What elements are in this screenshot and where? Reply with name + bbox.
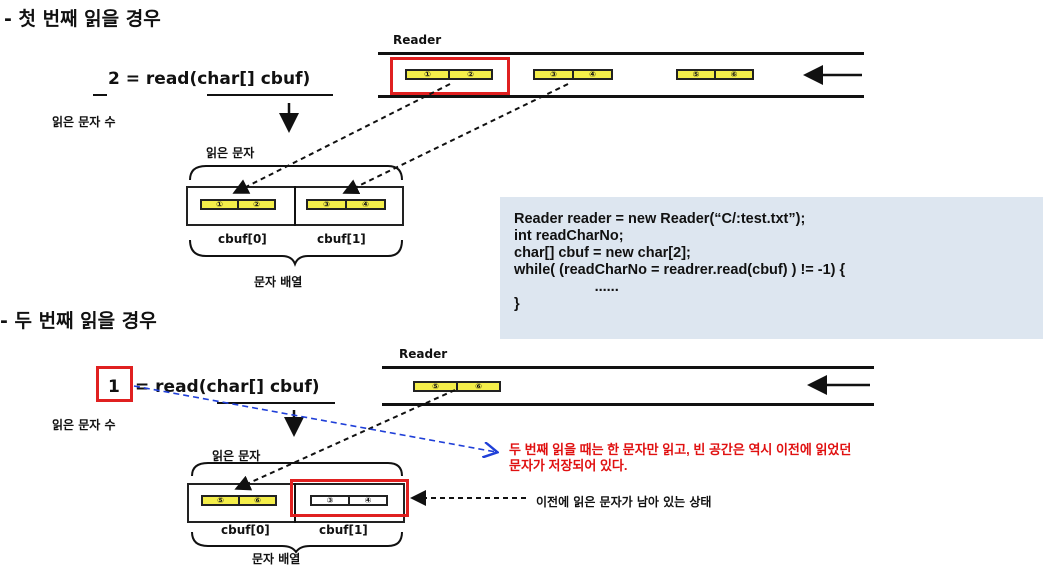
code-line-1: Reader reader = new Reader(“C/:test.txt”… xyxy=(514,211,806,227)
array-top-brace-1 xyxy=(189,165,403,181)
char-4: ④ xyxy=(362,200,369,209)
dashed-arrow-to-cbuf0-2 xyxy=(234,389,456,491)
code-snippet: Reader reader = new Reader(“C/:test.txt”… xyxy=(500,197,1043,339)
char-5: ⑤ xyxy=(678,71,716,79)
read-chars-label-2: 읽은 문자 xyxy=(212,449,261,463)
count-label-1: 읽은 문자 수 xyxy=(52,115,116,129)
char-3: ③ xyxy=(308,201,347,209)
section1-heading: - 첫 번째 읽을 경우 xyxy=(4,8,161,30)
count-label-2: 읽은 문자 수 xyxy=(52,418,116,432)
reader-stream-top-2 xyxy=(382,366,874,369)
reader-stream-bottom-1 xyxy=(378,95,864,98)
char-2: ② xyxy=(253,200,260,209)
code-line-5: ...... xyxy=(514,279,619,295)
array-brace-1 xyxy=(189,239,403,267)
highlight-box-read-chars xyxy=(390,57,510,95)
explanation-note: 두 번째 읽을 때는 한 문자만 읽고, 빈 공간은 역시 이전에 읽었던 문자… xyxy=(509,442,851,474)
underline-count-1 xyxy=(93,94,107,96)
cbuf1-label-2: cbuf[1] xyxy=(319,523,368,537)
reader-label-2: Reader xyxy=(399,347,448,361)
cbuf-divider-2 xyxy=(294,483,296,523)
section2-heading: - 두 번째 읽을 경우 xyxy=(0,310,157,332)
char-5: ⑤ xyxy=(203,497,240,505)
read-count-value-2: 1 xyxy=(108,377,120,397)
note-line-1: 두 번째 읽을 때는 한 문자만 읽고, 빈 공간은 역시 이전에 읽었던 xyxy=(509,442,852,457)
array-top-brace-2 xyxy=(191,462,403,477)
code-line-2: int readCharNo; xyxy=(514,228,624,244)
code-line-4: while( (readCharNo = readrer.read(cbuf) … xyxy=(514,262,846,278)
char-2: ② xyxy=(467,70,474,79)
read-call-2: = read(char[] cbuf) xyxy=(135,377,320,397)
note-line-2: 문자가 저장되어 있다. xyxy=(509,458,628,473)
char-4: ④ xyxy=(589,70,596,79)
char-4: ④ xyxy=(364,496,372,505)
char-6: ⑥ xyxy=(730,70,738,79)
read-call-1: 2 = read(char[] cbuf) xyxy=(108,69,311,89)
cbuf-divider-1 xyxy=(294,186,296,226)
char-5: ⑤ xyxy=(415,383,458,391)
char-3: ③ xyxy=(535,71,574,79)
underline-cbuf-1 xyxy=(207,94,333,96)
char-6: ⑥ xyxy=(475,382,482,391)
code-line-6: } xyxy=(514,296,520,312)
leftover-label: 이전에 읽은 문자가 남아 있는 상태 xyxy=(536,495,712,509)
char-3: ③ xyxy=(312,497,350,505)
array-label-1: 문자 배열 xyxy=(254,275,303,289)
cbuf0-label-1: cbuf[0] xyxy=(218,232,267,246)
cbuf1-label-1: cbuf[1] xyxy=(317,232,366,246)
reader-stream-top-1 xyxy=(378,52,864,55)
code-line-3: char[] cbuf = new char[2]; xyxy=(514,245,691,261)
char-6: ⑥ xyxy=(254,496,261,505)
char-1: ① xyxy=(407,71,450,79)
reader-label-1: Reader xyxy=(393,33,442,47)
dashed-arrow-to-cbuf1 xyxy=(342,83,569,194)
dashed-arrow-to-cbuf0 xyxy=(232,83,451,194)
blue-note-arrow xyxy=(133,385,496,452)
array-label-2: 문자 배열 xyxy=(252,552,301,566)
reader-stream-bottom-2 xyxy=(382,403,874,406)
array-brace-2 xyxy=(191,531,403,554)
underline-cbuf-2 xyxy=(217,402,335,404)
read-chars-label-1: 읽은 문자 xyxy=(206,146,255,160)
char-1: ① xyxy=(202,201,239,209)
cbuf0-label-2: cbuf[0] xyxy=(221,523,270,537)
highlight-box-count xyxy=(96,366,133,402)
highlight-box-leftover xyxy=(290,479,409,517)
